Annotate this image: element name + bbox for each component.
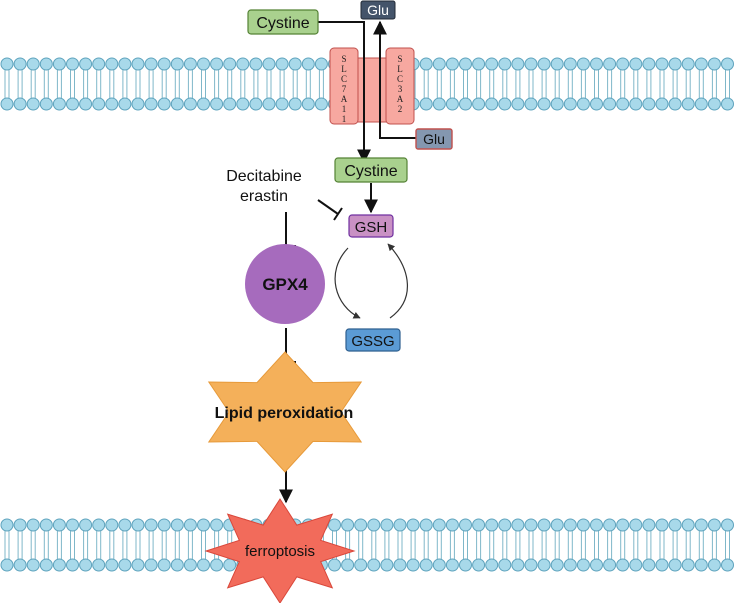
gssg-box: GSSG <box>345 328 401 352</box>
cystine-outside-label: Cystine <box>256 15 309 32</box>
inhibitor-label: Decitabine erastin <box>226 168 302 205</box>
glu-export-arrow <box>373 20 418 139</box>
glu-inside-label: Glu <box>423 131 445 147</box>
lipid-peroxidation-label: Lipid peroxidation <box>215 405 354 422</box>
glu-inside-box: Glu <box>415 128 453 150</box>
inhibitor-to-gsh-tbar <box>317 199 339 215</box>
gsh-label: GSH <box>355 219 388 236</box>
cystine-outside-box: Cystine <box>247 9 319 35</box>
lipid-peroxidation-node: Lipid peroxidation <box>207 351 363 473</box>
inhibitor-line2: erastin <box>240 188 288 205</box>
slc3a2-subunit <box>385 47 415 125</box>
inhibitor-line1: Decitabine <box>226 168 302 185</box>
ferroptosis-label: ferroptosis <box>245 543 315 560</box>
gssg-label: GSSG <box>351 333 394 350</box>
gsh-to-gssg-arrow <box>334 247 361 319</box>
gsh-box: GSH <box>348 214 394 238</box>
transport-arrows <box>279 20 418 504</box>
cystine-import-arrow <box>318 21 371 164</box>
slc7a11-subunit <box>329 47 359 125</box>
ferroptosis-node: ferroptosis <box>204 498 356 603</box>
glu-outside-label: Glu <box>367 2 389 18</box>
gpx4-node: GPX4 <box>245 244 325 324</box>
gsh-gssg-cycle <box>334 243 408 319</box>
cystine-inside-label: Cystine <box>344 163 397 180</box>
cystine-inside-box: Cystine <box>334 157 408 183</box>
gssg-to-gsh-arrow <box>387 243 408 319</box>
glu-outside-box: Glu <box>360 0 396 20</box>
gpx4-label: GPX4 <box>262 275 308 294</box>
membrane-bottom <box>0 518 734 572</box>
